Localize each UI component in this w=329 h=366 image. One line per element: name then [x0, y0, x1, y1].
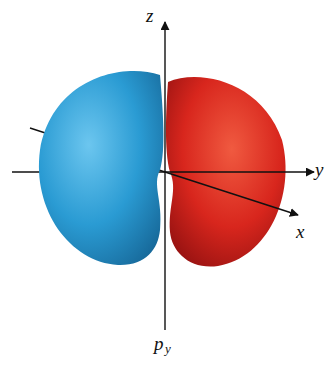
x-axis: [165, 172, 298, 215]
axis-label: z: [146, 6, 153, 25]
axis-label: y: [315, 160, 323, 179]
blue-lobe: [39, 71, 164, 265]
orbital-label: p: [154, 334, 164, 353]
z-axis: [164, 22, 165, 330]
axis-label: x: [296, 222, 304, 241]
y-axis: [165, 171, 314, 172]
orbital-subscript: y: [165, 342, 171, 355]
